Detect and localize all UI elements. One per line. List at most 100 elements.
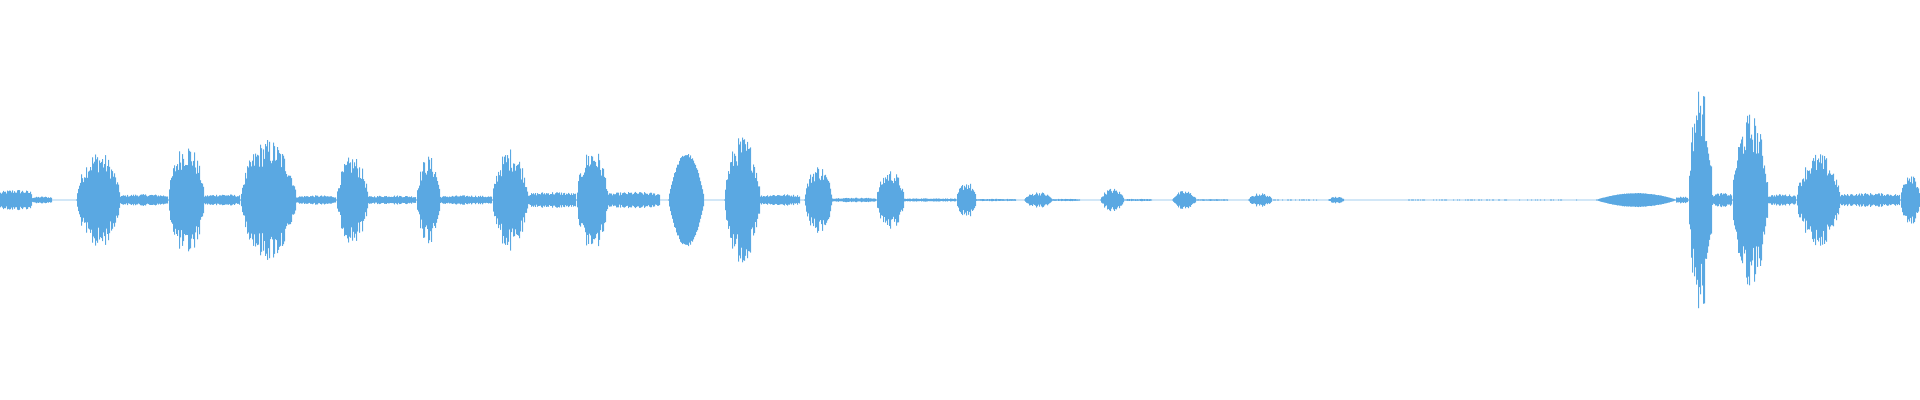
waveform-sample: [236, 196, 238, 204]
waveform-sample: [1453, 199, 1455, 201]
waveform-sample: [387, 197, 389, 203]
waveform-sample: [611, 193, 613, 207]
waveform-sample: [629, 193, 631, 207]
waveform-sample: [1822, 155, 1824, 245]
waveform-sample: [1837, 187, 1839, 213]
waveform-sample: [327, 196, 329, 204]
waveform-sample: [1906, 184, 1908, 216]
waveform-sample: [266, 146, 268, 254]
waveform-sample: [1278, 199, 1280, 201]
waveform-sample: [774, 195, 776, 205]
waveform-sample: [1882, 193, 1884, 207]
waveform-sample: [316, 195, 318, 205]
waveform-sample: [1760, 134, 1762, 266]
waveform-sample: [1621, 194, 1623, 206]
waveform-sample: [1758, 153, 1760, 247]
waveform-sample: [1631, 193, 1633, 207]
waveform-sample: [430, 168, 432, 232]
waveform-sample: [773, 195, 775, 205]
waveform-sample: [1219, 199, 1221, 201]
waveform-sample: [282, 154, 284, 246]
waveform-sample: [778, 195, 780, 205]
waveform-sample: [1122, 195, 1124, 205]
waveform-sample: [496, 175, 498, 225]
waveform-sample: [1849, 196, 1851, 204]
waveform-sample: [1198, 199, 1200, 201]
waveform-sample: [926, 198, 928, 202]
waveform-sample: [1612, 195, 1614, 205]
waveform-sample: [555, 193, 557, 207]
waveform-sample: [808, 186, 810, 214]
waveform-sample: [822, 169, 824, 231]
waveform-sample: [892, 181, 894, 219]
waveform-sample: [1750, 138, 1752, 262]
waveform-sample: [1003, 199, 1005, 201]
waveform-sample: [1133, 199, 1135, 201]
waveform-sample: [749, 148, 751, 252]
waveform-sample: [409, 196, 411, 204]
waveform-sample: [1698, 91, 1700, 309]
waveform-sample: [1619, 194, 1621, 206]
waveform-sample: [407, 196, 409, 204]
waveform-sample: [1211, 199, 1213, 201]
waveform-sample: [977, 199, 979, 201]
waveform-sample: [1472, 199, 1474, 201]
waveform-sample: [1066, 199, 1068, 201]
waveform-sample: [659, 194, 661, 206]
waveform-sample: [610, 193, 612, 207]
waveform-sample: [653, 193, 655, 207]
waveform-sample: [1689, 175, 1691, 225]
waveform-sample: [796, 196, 798, 204]
waveform-sample: [682, 155, 684, 245]
waveform-sample: [188, 148, 190, 252]
waveform-sample: [216, 194, 218, 206]
waveform-sample: [1704, 96, 1706, 304]
waveform-sample: [828, 181, 830, 219]
waveform-sample: [784, 194, 786, 206]
waveform-sample: [1842, 194, 1844, 206]
waveform-sample: [871, 198, 873, 202]
waveform-sample: [1301, 199, 1303, 201]
waveform-sample: [1635, 193, 1637, 207]
waveform-sample: [18, 190, 20, 211]
waveform-sample: [548, 193, 550, 207]
waveform-sample: [9, 190, 11, 210]
waveform-sample: [883, 177, 885, 223]
waveform-sample: [1046, 195, 1048, 205]
waveform-sample: [1663, 196, 1665, 204]
waveform-sample: [724, 199, 726, 201]
waveform-sample: [1015, 199, 1017, 201]
waveform-sample: [1801, 186, 1803, 214]
waveform-sample: [546, 193, 548, 207]
waveform-sample: [1899, 194, 1901, 206]
waveform-sample: [1306, 199, 1308, 201]
waveform-sample: [207, 195, 209, 205]
waveform-sample: [294, 186, 296, 214]
waveform-sample: [400, 196, 402, 204]
waveform-sample: [634, 192, 636, 208]
waveform-sample: [1210, 199, 1212, 201]
waveform-sample: [130, 195, 132, 205]
waveform-sample: [902, 188, 904, 212]
waveform-sample: [954, 198, 956, 202]
waveform-sample: [701, 185, 703, 215]
waveform-sample: [1615, 195, 1617, 205]
waveform-sample: [15, 192, 17, 208]
waveform-sample: [257, 154, 259, 246]
waveform-sample: [1710, 165, 1712, 235]
waveform-sample: [686, 155, 688, 245]
waveform-sample: [246, 178, 248, 222]
waveform-sample: [1182, 191, 1184, 209]
waveform-sample: [1844, 194, 1846, 206]
waveform-sample: [1433, 199, 1435, 201]
waveform-sample: [368, 196, 370, 204]
waveform-sample: [478, 196, 480, 205]
waveform-segment: [1900, 176, 1920, 224]
waveform-sample: [643, 194, 645, 206]
waveform-sample: [1803, 178, 1805, 222]
waveform-sample: [21, 191, 23, 209]
waveform-sample: [402, 197, 404, 203]
waveform-sample: [1907, 177, 1909, 223]
